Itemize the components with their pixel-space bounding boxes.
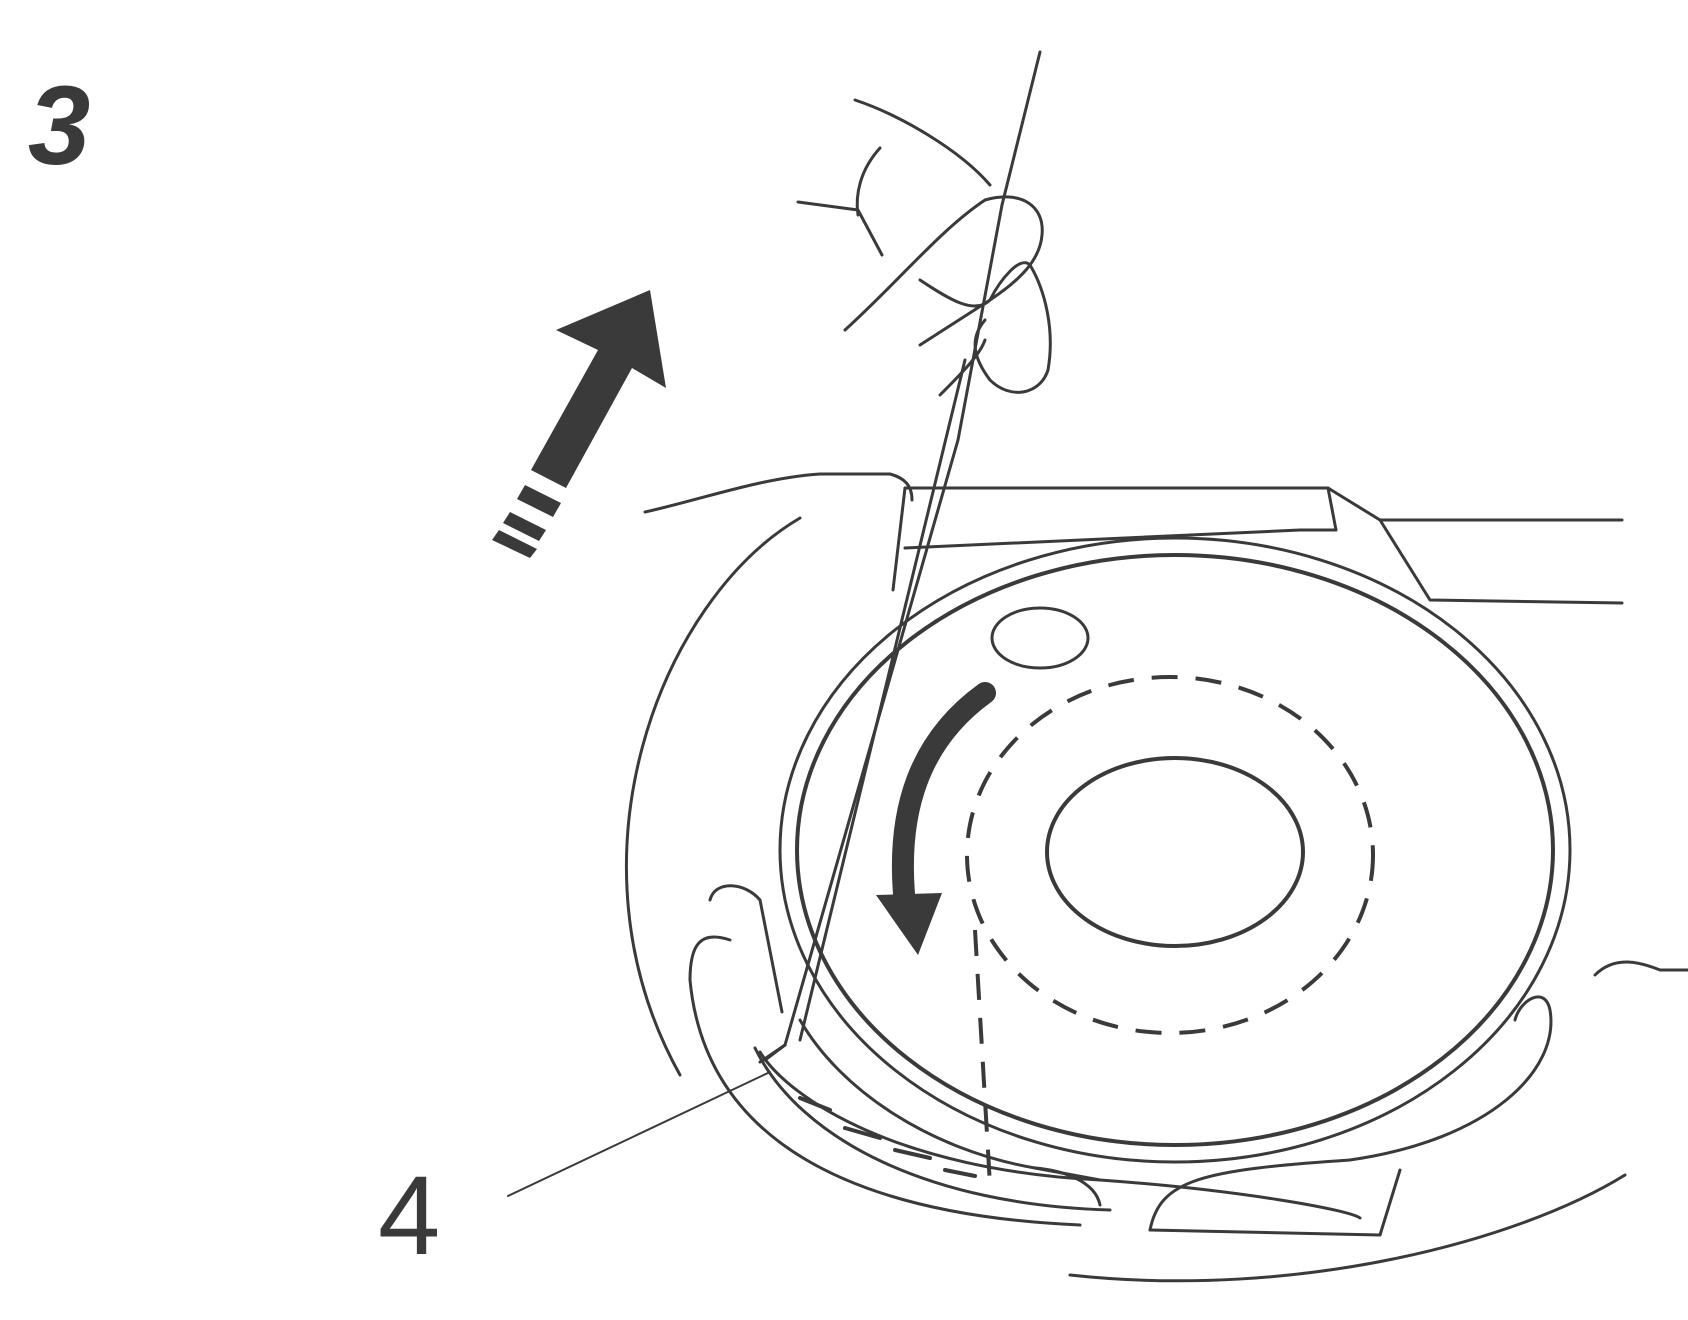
bobbin-hub: [1045, 756, 1305, 948]
base-curve: [1068, 1173, 1627, 1283]
bobbin-dashed: [965, 675, 1375, 1035]
hook-race-arc: [625, 516, 802, 1077]
step-number: 3: [28, 63, 91, 188]
hand-fingers: [796, 98, 1052, 397]
case-hole: [990, 606, 1090, 670]
thread-path-dashed: [973, 929, 992, 1186]
counterclockwise-arrow-icon: [876, 682, 996, 955]
bobbin-case: [778, 536, 1572, 1164]
machine-bed-outline: [643, 472, 1624, 605]
thread: [758, 50, 1042, 1064]
up-right-arrow-icon: [492, 290, 666, 558]
callout-leader-line: [507, 1071, 771, 1197]
base-right-edge: [1593, 960, 1688, 977]
tension-spring: [688, 884, 1553, 1237]
callout-label: 4: [378, 1153, 441, 1278]
